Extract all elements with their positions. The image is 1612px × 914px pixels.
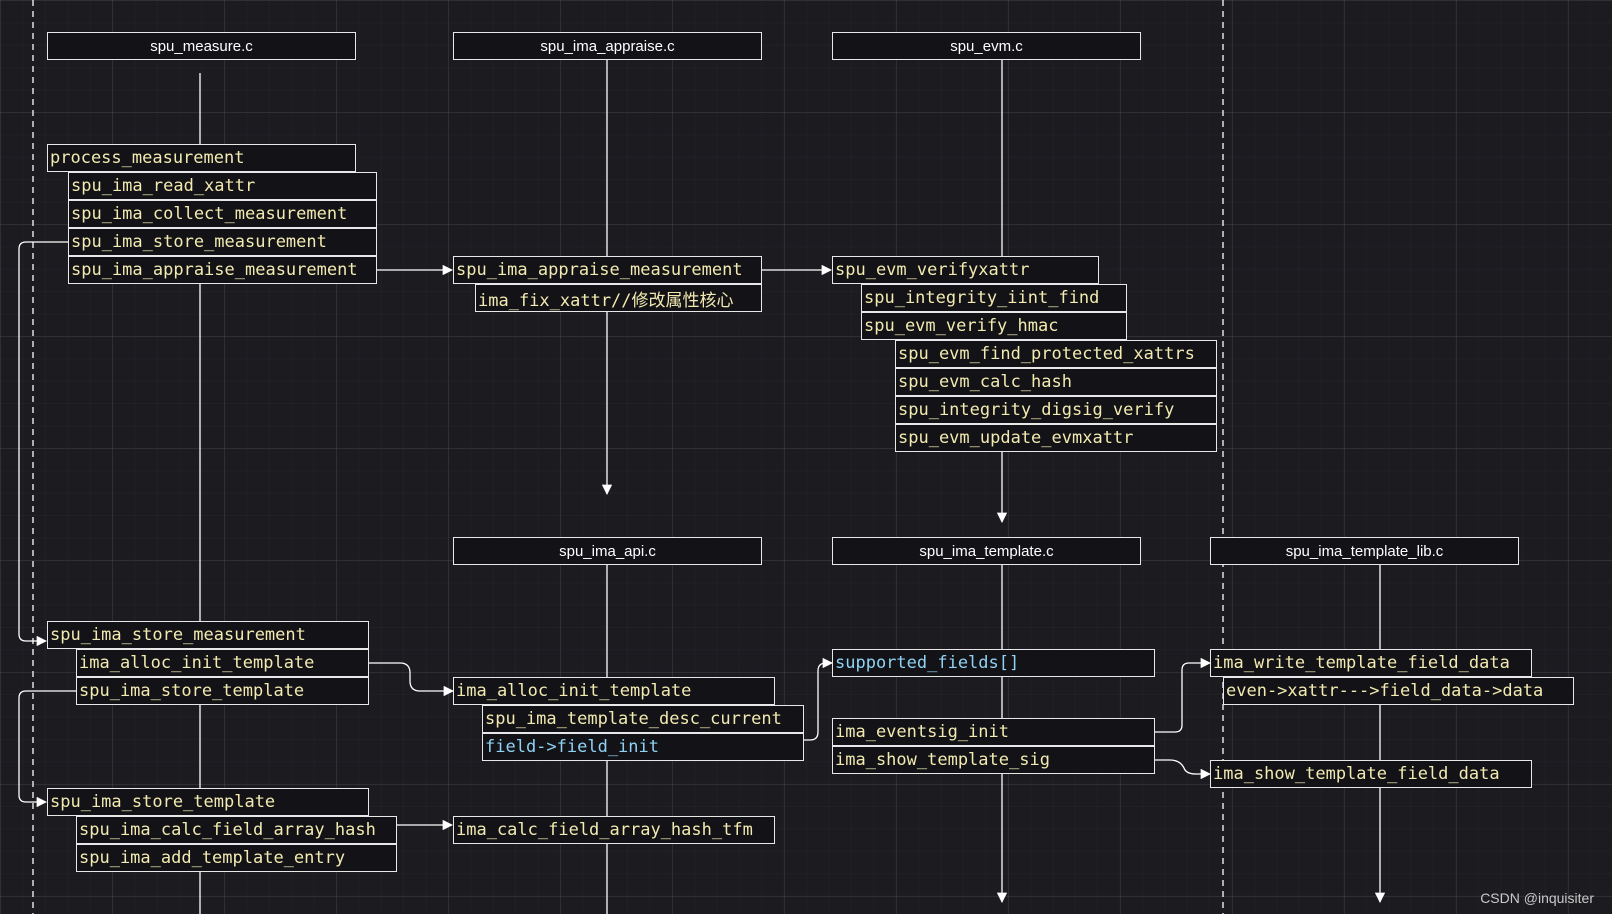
file-header-spu-measure: spu_measure.c: [47, 32, 356, 60]
fn-ima-eventsig-init: ima_eventsig_init: [832, 718, 1155, 746]
fn-process-measurement: process_measurement: [47, 144, 356, 172]
watermark: CSDN @inquisiter: [1480, 890, 1594, 906]
arrow-alloc-init-template: [369, 662, 455, 697]
fn-ima-show-template-sig: ima_show_template_sig: [832, 746, 1155, 774]
fn-spu-integrity-digsig-verify: spu_integrity_digsig_verify: [895, 396, 1217, 424]
arrow-write-field-data: [1155, 657, 1212, 733]
fn-ima-calc-field-array-hash-tfm: ima_calc_field_array_hash_tfm: [453, 816, 775, 844]
fn-field-init: field->field_init: [482, 733, 804, 761]
fn-spu-ima-add-template-entry: spu_ima_add_template_entry: [76, 844, 397, 872]
fn-ima-fix-xattr: ima_fix_xattr//修改属性核心: [475, 284, 762, 312]
fn-spu-evm-find-protected-xattrs: spu_evm_find_protected_xattrs: [895, 340, 1217, 368]
fn-store-ima-alloc-init-template: ima_alloc_init_template: [76, 649, 369, 677]
fn-appraise-spu-ima-appraise-measurement: spu_ima_appraise_measurement: [453, 256, 762, 284]
file-header-spu-evm: spu_evm.c: [832, 32, 1141, 60]
fn-template-spu-ima-store-template: spu_ima_store_template: [47, 788, 369, 816]
fn-store-spu-ima-store-template: spu_ima_store_template: [76, 677, 369, 705]
fn-spu-ima-store-measurement: spu_ima_store_measurement: [68, 228, 377, 256]
file-header-spu-ima-appraise: spu_ima_appraise.c: [453, 32, 762, 60]
fn-xattr-field-data: even->xattr--->field_data->data: [1223, 677, 1574, 705]
arrow-field-init: [804, 657, 834, 741]
fn-spu-ima-template-desc-current: spu_ima_template_desc_current: [482, 705, 804, 733]
fn-spu-integrity-iint-find: spu_integrity_iint_find: [861, 284, 1127, 312]
fn-spu-evm-update-evmxattr: spu_evm_update_evmxattr: [895, 424, 1217, 452]
fn-spu-evm-verify-hmac: spu_evm_verify_hmac: [861, 312, 1127, 340]
arrow-store-measurement: [18, 241, 68, 647]
fn-api-ima-alloc-init-template: ima_alloc_init_template: [453, 677, 775, 705]
fn-ima-show-template-field-data: ima_show_template_field_data: [1210, 760, 1532, 788]
fn-spu-ima-calc-field-array-hash: spu_ima_calc_field_array_hash: [76, 816, 397, 844]
fn-spu-evm-verifyxattr: spu_evm_verifyxattr: [832, 256, 1099, 284]
fn-ima-write-template-field-data: ima_write_template_field_data: [1210, 649, 1532, 677]
fn-spu-evm-calc-hash: spu_evm_calc_hash: [895, 368, 1217, 396]
file-header-spu-ima-template-lib: spu_ima_template_lib.c: [1210, 537, 1519, 565]
fn-store-spu-ima-store-measurement: spu_ima_store_measurement: [47, 621, 369, 649]
arrow-store-template: [18, 690, 76, 808]
file-header-spu-ima-api: spu_ima_api.c: [453, 537, 762, 565]
fn-spu-ima-appraise-measurement: spu_ima_appraise_measurement: [68, 256, 377, 284]
fn-spu-ima-read-xattr: spu_ima_read_xattr: [68, 172, 377, 200]
file-header-spu-ima-template: spu_ima_template.c: [832, 537, 1141, 565]
fn-supported-fields: supported_fields[]: [832, 649, 1155, 677]
fn-spu-ima-collect-measurement: spu_ima_collect_measurement: [68, 200, 377, 228]
arrow-show-field-data: [1155, 759, 1212, 780]
